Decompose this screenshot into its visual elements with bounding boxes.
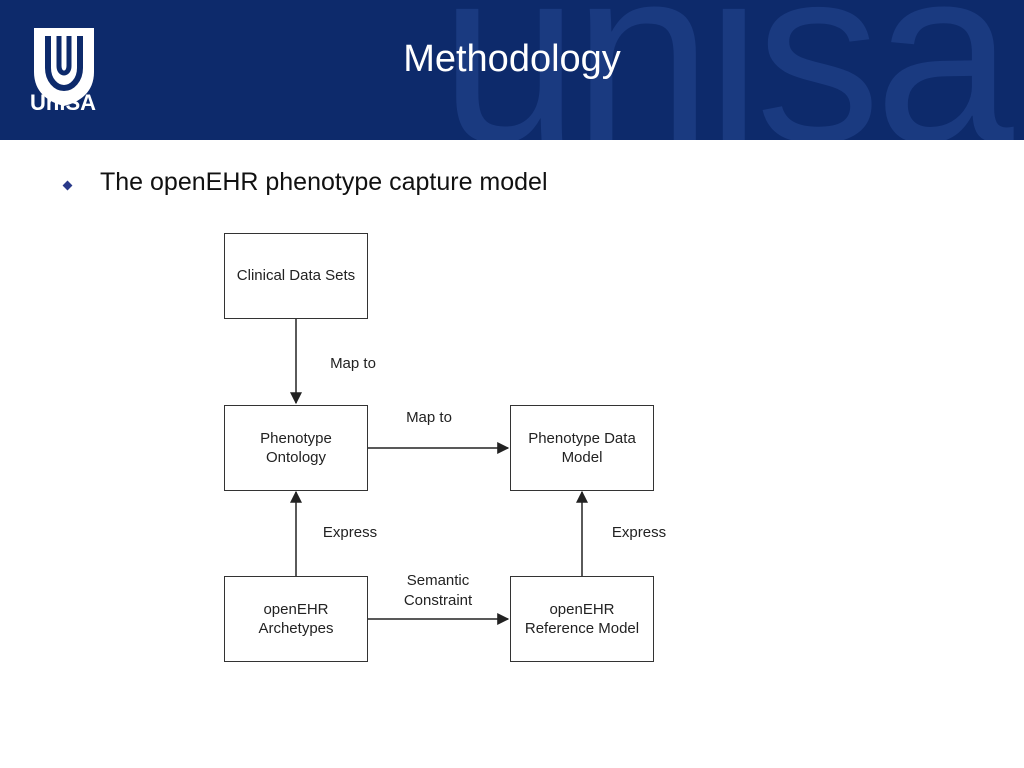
node-clinical-data-sets: Clinical Data Sets [224,233,368,319]
bullet-text: The openEHR phenotype capture model [100,168,548,196]
edge-label-express-right: Express [611,524,667,541]
edge-label-express-left: Express [322,524,378,541]
watermark-text: unisa [440,0,1014,140]
node-phenotype-ontology: Phenotype Ontology [224,405,368,491]
edge-label-semantic-constraint: Semantic Constraint [403,572,473,609]
logo-text: UniSA [30,90,96,115]
unisa-logo-icon [34,28,94,106]
header-bar: unisa UniSA Methodology [0,0,1024,140]
edge-label-map-to-horizontal: Map to [406,409,452,426]
edge-label-map-to-vertical: Map to [330,355,376,372]
node-phenotype-data-model: Phenotype Data Model [510,405,654,491]
node-openehr-reference-model: openEHR Reference Model [510,576,654,662]
node-openehr-archetypes: openEHR Archetypes [224,576,368,662]
page-title: Methodology [403,38,621,80]
